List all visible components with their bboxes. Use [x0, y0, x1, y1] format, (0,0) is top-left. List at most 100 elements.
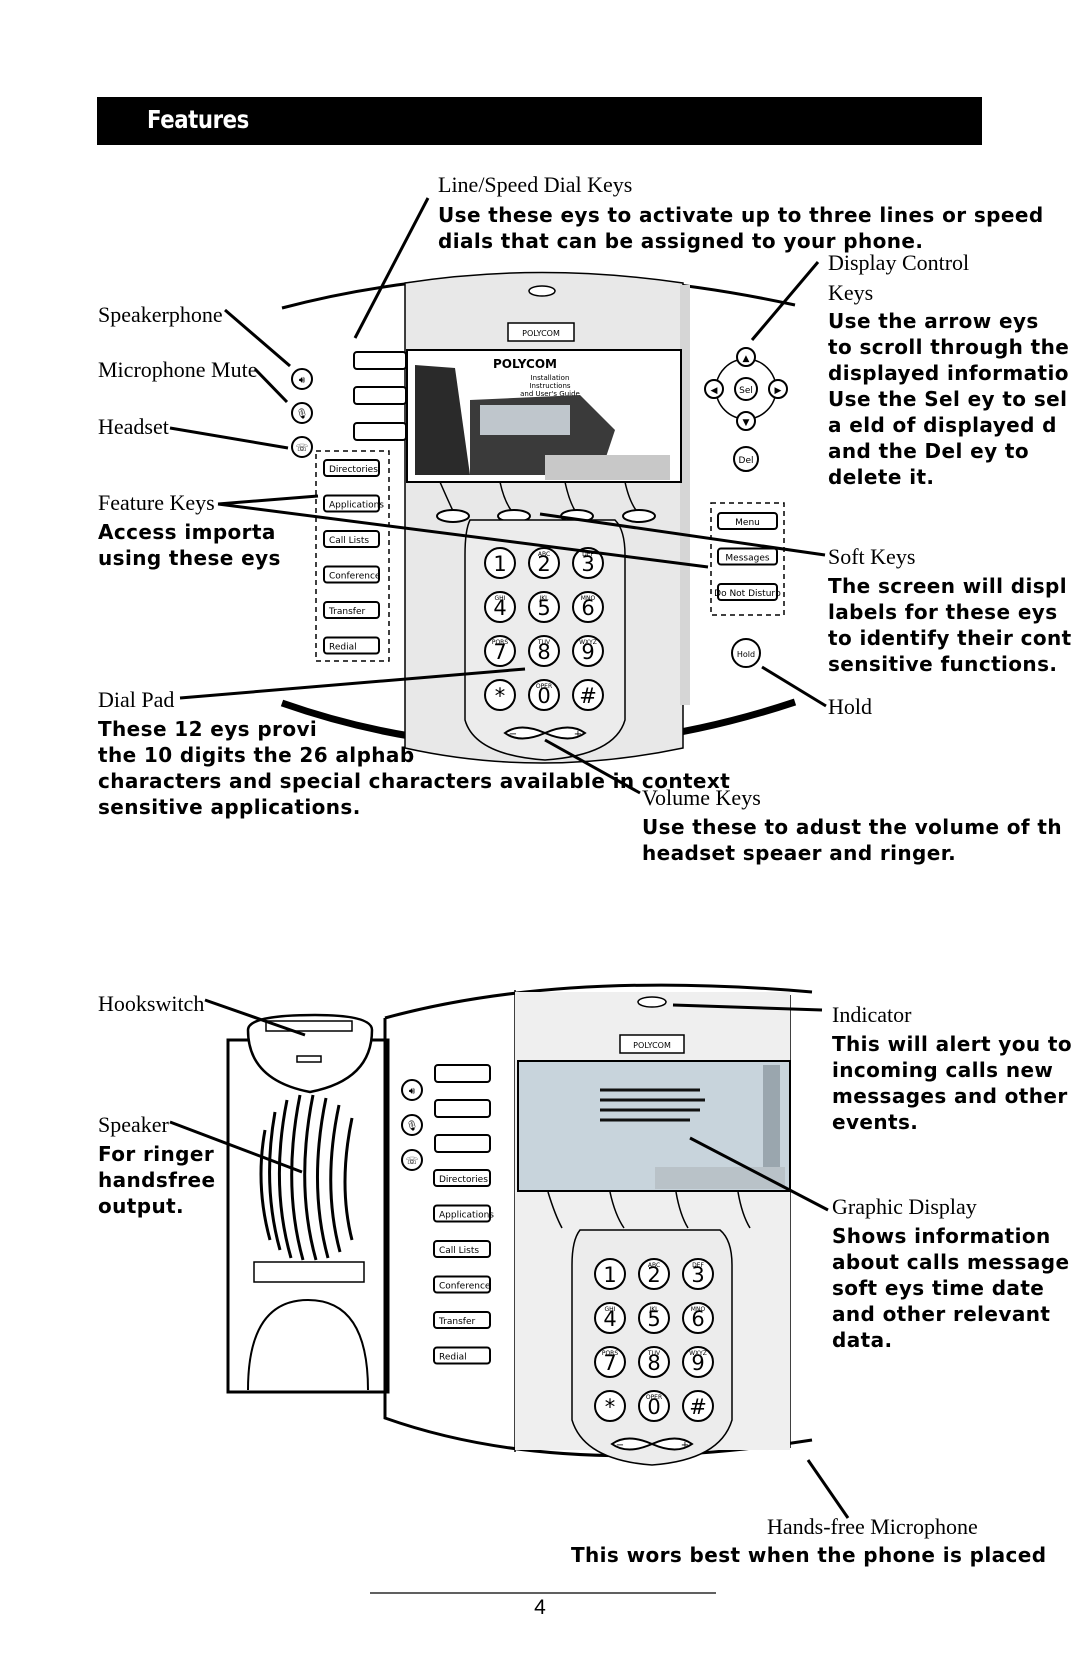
feature-key-4[interactable] — [323, 601, 380, 619]
dial-key-digit: 6 — [691, 1307, 704, 1331]
feature-key-4[interactable] — [433, 1311, 491, 1329]
dial-key[interactable] — [572, 635, 604, 667]
feature-keys-label: Feature Keys — [98, 490, 215, 515]
feature-key-5[interactable] — [433, 1346, 491, 1365]
dial-key-letters: OPER — [536, 683, 552, 690]
display-control-label-2: Keys — [828, 280, 874, 305]
volume-keys[interactable] — [503, 726, 587, 740]
line-key-3b[interactable] — [434, 1134, 491, 1153]
dial-key-letters: DEF — [582, 551, 594, 558]
dial-key[interactable] — [484, 679, 516, 711]
dial-key[interactable] — [594, 1258, 626, 1290]
nav-down-button[interactable] — [736, 411, 756, 431]
dial-key[interactable] — [682, 1346, 714, 1378]
line-key-2[interactable] — [353, 386, 407, 405]
feature-key-label: Transfer — [438, 1317, 475, 1327]
hookswitch-cradle[interactable] — [246, 1013, 374, 1094]
screen-brand: POLYCOM — [493, 357, 557, 371]
dial-key[interactable] — [638, 1302, 670, 1334]
section-title: Features — [147, 105, 249, 134]
display-control-label: Display Control — [828, 250, 970, 275]
dial-key-digit: 4 — [493, 596, 506, 620]
volume-keys-desc: Use these to adust the volume of th head… — [642, 815, 1062, 865]
dial-key-digit: 3 — [581, 552, 594, 576]
feature-key-label: Conference — [329, 572, 381, 582]
phone-bottom-view: POLYCOM 🔊︎ 🎙︎ ☏ DirectoriesApplicationsC… — [226, 983, 813, 1466]
dial-key[interactable] — [528, 679, 560, 711]
del-button[interactable] — [733, 446, 759, 472]
mic-mute-icon[interactable] — [291, 402, 313, 424]
dial-key[interactable] — [594, 1346, 626, 1378]
line-key-1[interactable] — [353, 351, 407, 370]
feature-key-2[interactable] — [323, 530, 380, 548]
feature-key-1[interactable] — [323, 494, 380, 513]
volume-keys-b[interactable] — [610, 1437, 694, 1451]
dial-key[interactable] — [572, 547, 604, 579]
dial-key[interactable] — [528, 635, 560, 667]
dial-key[interactable] — [638, 1390, 670, 1422]
feature-key-5[interactable] — [323, 636, 380, 655]
nav-left-button[interactable] — [704, 379, 724, 399]
dial-key[interactable] — [638, 1346, 670, 1378]
dial-key[interactable] — [682, 1302, 714, 1334]
feature-key-label: Redial — [439, 1353, 467, 1363]
feature-key-0[interactable] — [323, 459, 380, 477]
softkey-1[interactable] — [717, 547, 778, 566]
speaker-grille — [259, 1094, 354, 1261]
softkey-label: Menu — [735, 518, 760, 528]
dial-key[interactable] — [682, 1390, 714, 1422]
dial-key[interactable] — [572, 679, 604, 711]
dial-key-digit: 0 — [537, 684, 550, 708]
svg-text:Instructions: Instructions — [529, 382, 570, 390]
dial-key[interactable] — [528, 591, 560, 623]
headset-label: Headset — [98, 414, 169, 439]
dial-key[interactable] — [594, 1390, 626, 1422]
dial-key[interactable] — [594, 1302, 626, 1334]
feature-key-2[interactable] — [433, 1240, 491, 1258]
dial-key-digit: 6 — [581, 596, 594, 620]
softkey-2[interactable] — [717, 583, 778, 601]
softkey-label: Messages — [725, 554, 769, 564]
hold-button[interactable] — [731, 638, 761, 668]
dial-key[interactable] — [528, 547, 560, 579]
mic-mute-icon-b[interactable] — [401, 1114, 423, 1136]
feature-key-3[interactable] — [433, 1275, 491, 1294]
dial-key[interactable] — [484, 591, 516, 623]
dial-key[interactable] — [572, 591, 604, 623]
feature-key-label: Directories — [439, 1175, 488, 1185]
dial-key-letters: MNO — [691, 1306, 706, 1313]
graphic-display-label: Graphic Display — [832, 1194, 977, 1219]
dial-key-letters: DEF — [692, 1262, 704, 1269]
dial-key[interactable] — [484, 635, 516, 667]
phone-top-view: POLYCOM POLYCOM Installation Instruction… — [280, 271, 797, 764]
softkey-0[interactable] — [717, 512, 778, 530]
dial-pad-label: Dial Pad — [98, 687, 175, 712]
dial-key-letters: MNO — [581, 595, 596, 602]
sel-button[interactable] — [734, 377, 758, 401]
headset-icon[interactable] — [291, 436, 313, 458]
line-key-3[interactable] — [353, 422, 407, 441]
svg-text:−: − — [509, 729, 517, 740]
speakerphone-icon-b[interactable] — [401, 1079, 423, 1101]
line-key-2b[interactable] — [434, 1099, 491, 1118]
callout-lines-bottom — [169, 998, 850, 1519]
dial-key-digit: 2 — [537, 552, 550, 576]
speakerphone-icon[interactable] — [291, 368, 313, 390]
dial-key-digit: # — [579, 684, 597, 708]
dial-key-letters: GHI — [495, 595, 506, 602]
svg-text:🔊︎: 🔊︎ — [299, 375, 306, 386]
svg-text:Installation: Installation — [531, 374, 570, 382]
headset-icon-b[interactable] — [401, 1149, 423, 1171]
feature-key-1[interactable] — [433, 1204, 491, 1223]
feature-key-0[interactable] — [433, 1169, 491, 1187]
feature-key-label: Conference — [439, 1282, 491, 1292]
dial-key[interactable] — [682, 1258, 714, 1290]
line-key-1b[interactable] — [434, 1064, 491, 1083]
indicator-label: Indicator — [832, 1002, 912, 1027]
dial-key[interactable] — [484, 547, 516, 579]
dial-key[interactable] — [638, 1258, 670, 1290]
indicator-desc: This will alert you to incoming calls ne… — [832, 1032, 1072, 1134]
nav-right-button[interactable] — [768, 379, 788, 399]
nav-up-button[interactable] — [736, 347, 756, 367]
feature-key-3[interactable] — [323, 565, 380, 584]
